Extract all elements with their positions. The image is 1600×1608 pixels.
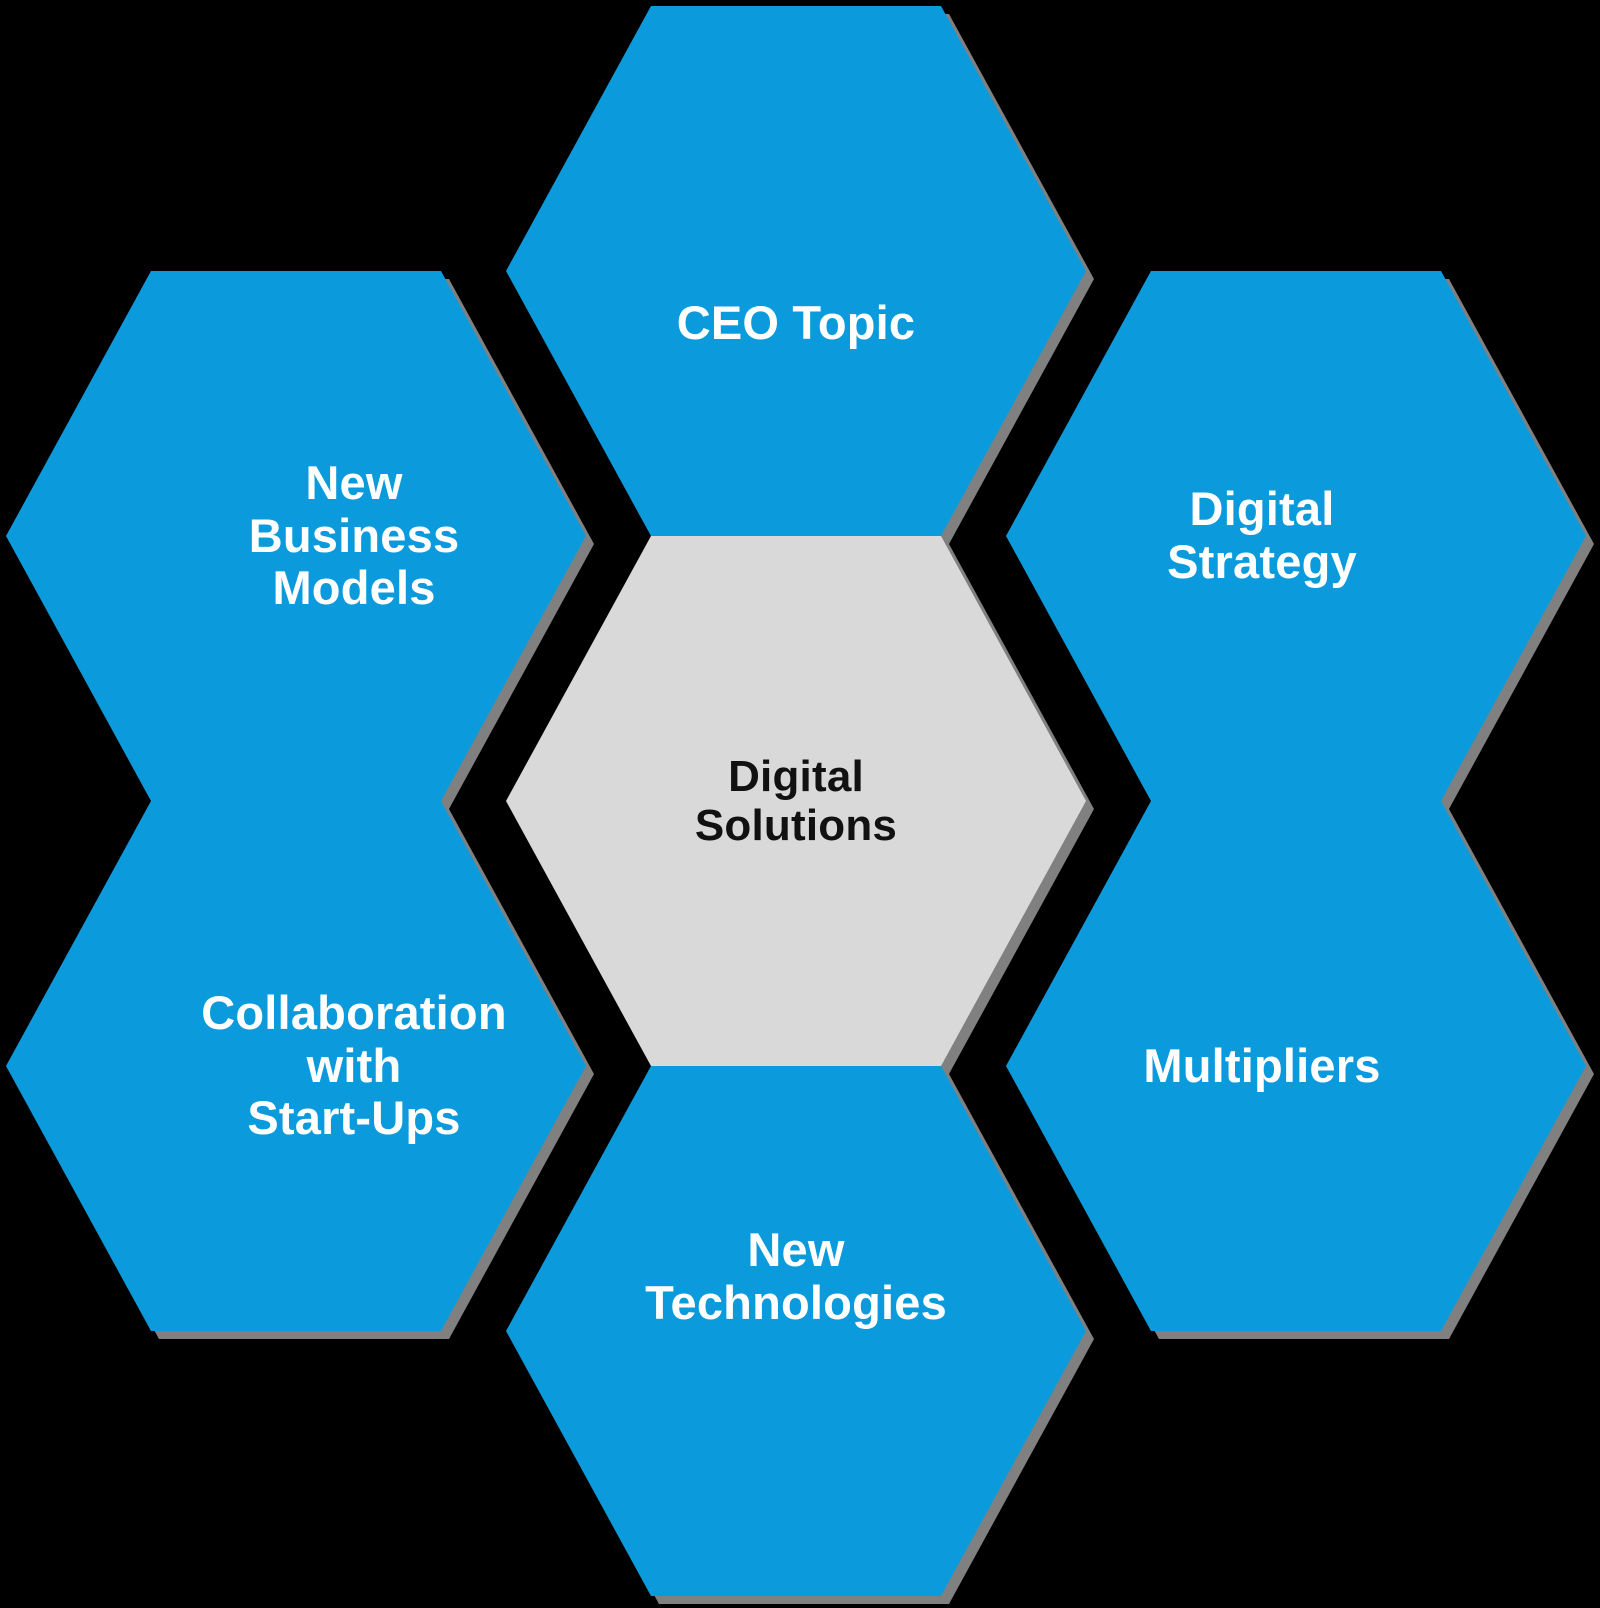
hexagon-multipliers[interactable]: Multipliers <box>1006 801 1586 1331</box>
hexagon-label-collaboration-with-startups: Collaboration with Start-Ups <box>201 986 507 1145</box>
hexagon-digital-strategy[interactable]: Digital Strategy <box>1006 271 1586 801</box>
hexagon-label-new-business-models: New Business Models <box>248 456 460 615</box>
hexagon-label-digital-strategy: Digital Strategy <box>1167 482 1357 588</box>
hexagon-label-new-technologies: New Technologies <box>645 1223 947 1329</box>
hexagon-center-digital-solutions[interactable]: Digital Solutions <box>506 536 1086 1066</box>
hexagon-label-multipliers: Multipliers <box>1143 1038 1381 1092</box>
hexagon-label-digital-solutions: Digital Solutions <box>694 751 898 850</box>
hexagon-collaboration-with-startups[interactable]: Collaboration with Start-Ups <box>6 801 586 1331</box>
hexagon-new-technologies[interactable]: New Technologies <box>506 1066 1086 1596</box>
hexagon-label-ceo-topic: CEO Topic <box>676 295 916 349</box>
hexagon-new-business-models[interactable]: New Business Models <box>6 271 586 801</box>
hexagon-ceo-topic[interactable]: CEO Topic <box>506 6 1086 536</box>
